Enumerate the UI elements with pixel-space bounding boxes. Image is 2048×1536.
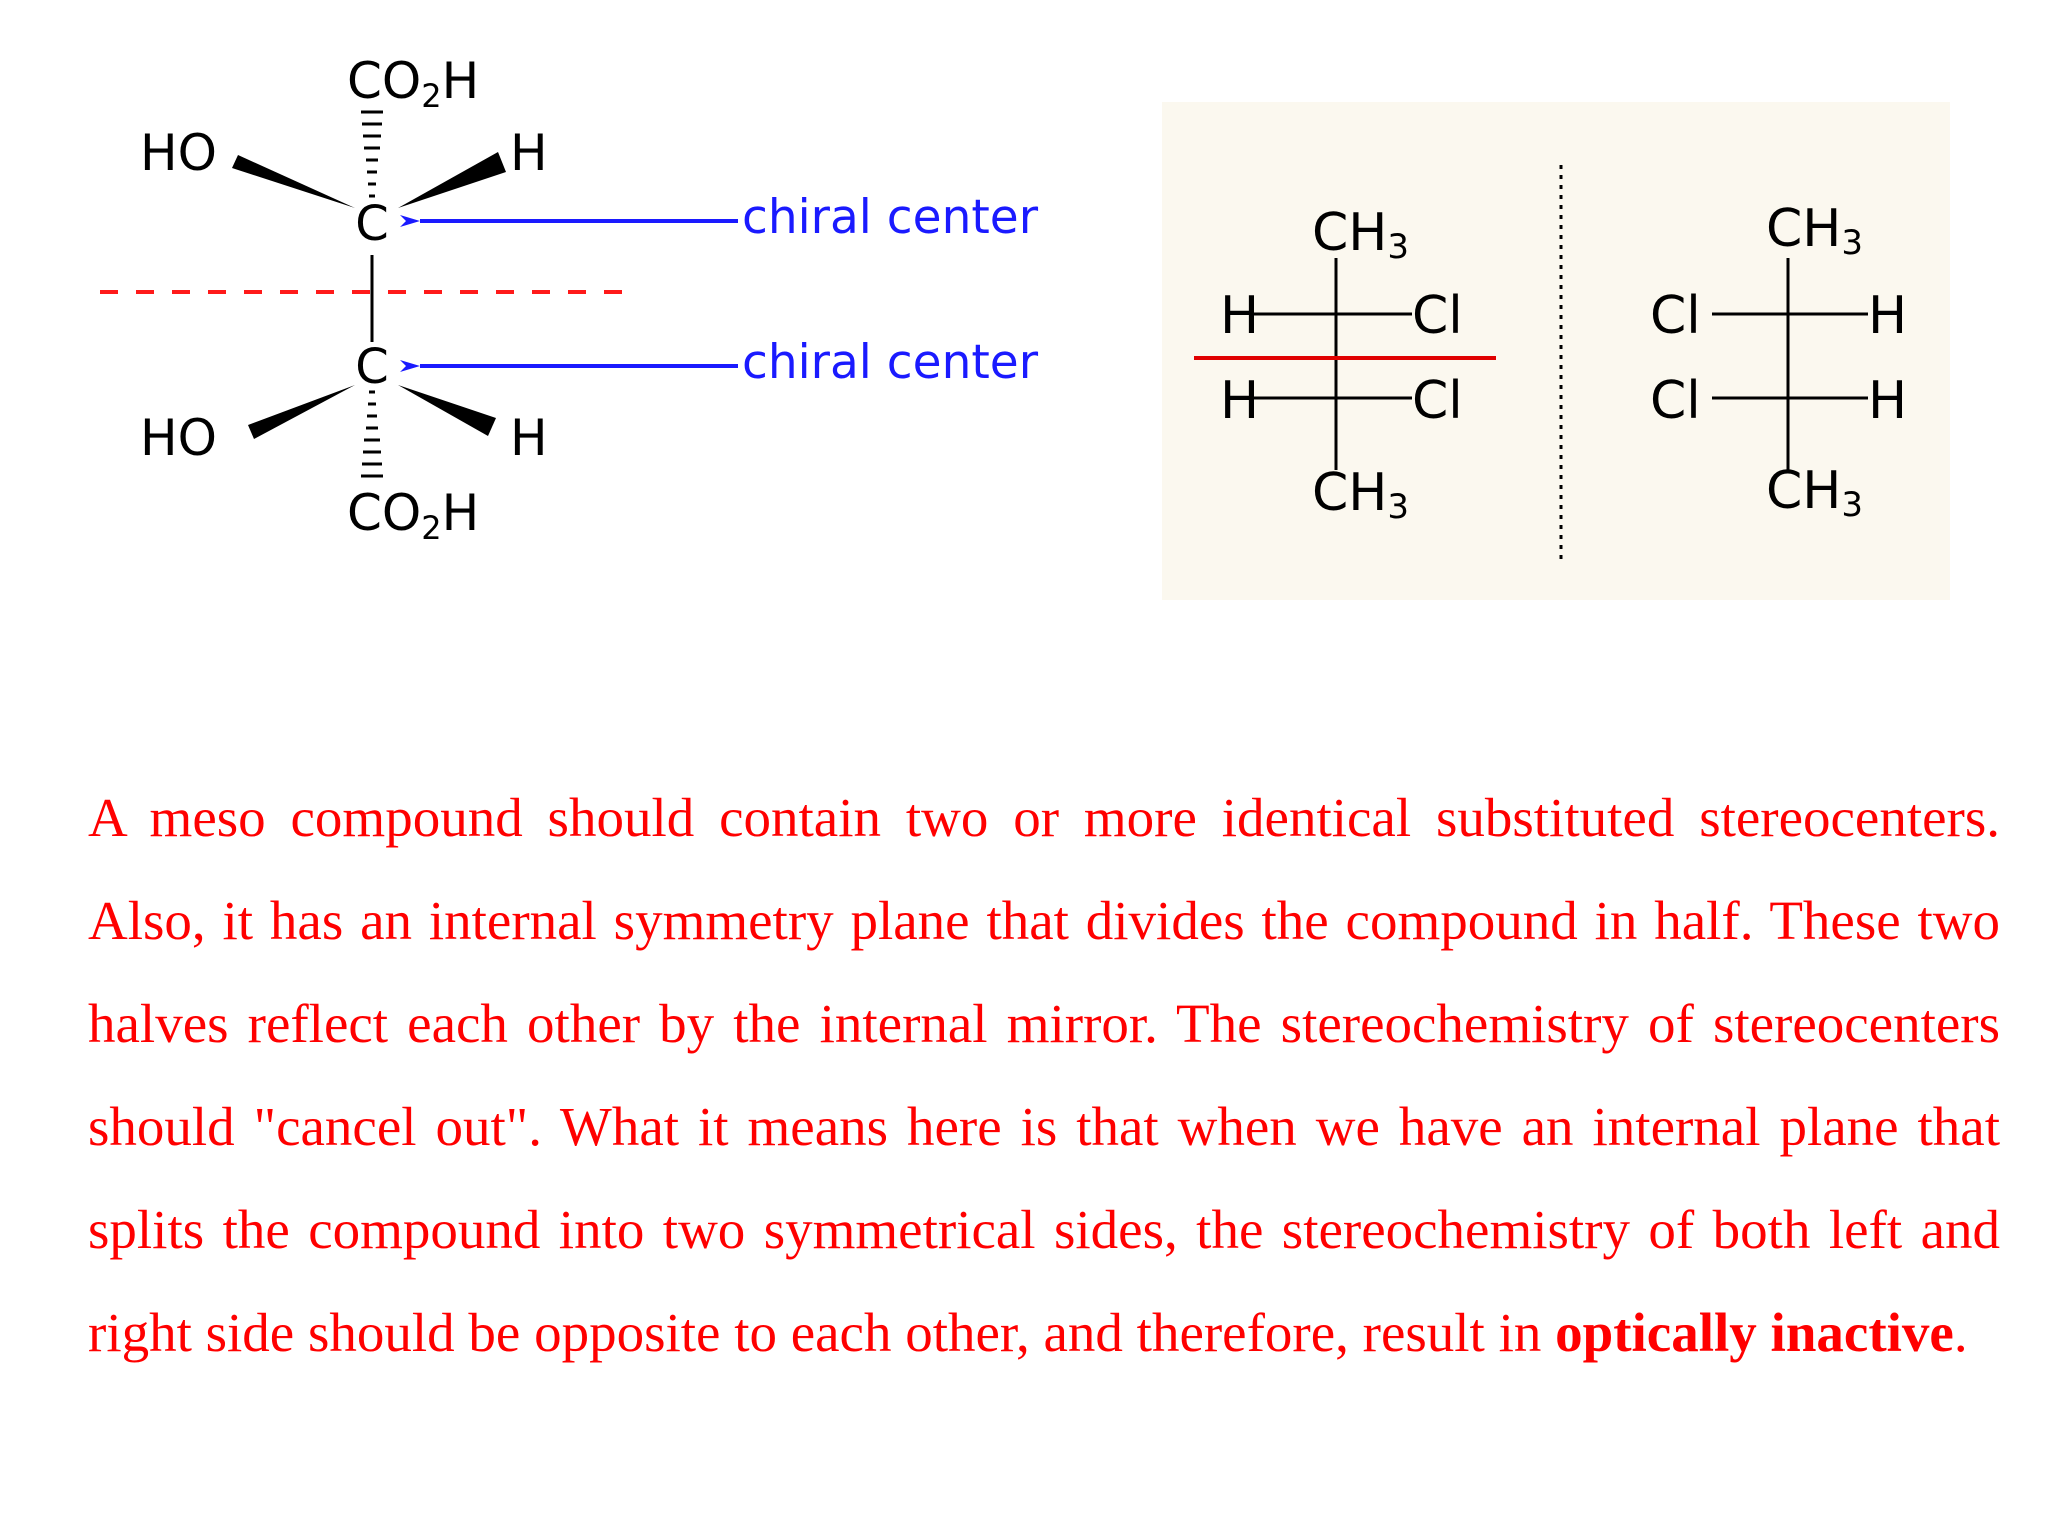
right-fischer-projection: CH3 CH3 Cl H Cl H <box>1650 199 1907 525</box>
right-fischer-row2-left-atom: Cl <box>1650 371 1701 431</box>
lower-right-hydrogen-label: H <box>510 409 548 467</box>
lower-right-wedge-bond <box>398 385 496 436</box>
lower-hashed-bond <box>361 390 383 478</box>
left-fischer-row1-right-atom: Cl <box>1412 286 1463 346</box>
left-fischer-row2-left-atom: H <box>1220 371 1259 431</box>
meso-compound-explanation: A meso compound should contain two or mo… <box>88 766 2000 1384</box>
right-fischer-row1-left-atom: Cl <box>1650 286 1701 346</box>
upper-right-hydrogen-label: H <box>510 124 548 182</box>
upper-left-hydroxyl-label: HO <box>140 124 217 182</box>
tartaric-acid-structure: CO2H CO2H C C HO H HO H chiral center ch… <box>100 52 1039 547</box>
explanation-text: A meso compound should contain two or mo… <box>88 787 2000 1363</box>
right-fischer-row2-right-atom: H <box>1868 371 1907 431</box>
lower-carbon-label: C <box>355 339 389 395</box>
left-fischer-row2-right-atom: Cl <box>1412 371 1463 431</box>
left-fischer-top-methyl: CH3 <box>1312 203 1409 267</box>
fischer-panel-background <box>1162 102 1950 600</box>
upper-carboxyl-label: CO2H <box>347 52 479 115</box>
lower-left-hydroxyl-label: HO <box>140 409 217 467</box>
left-fischer-row1-left-atom: H <box>1220 286 1259 346</box>
left-fischer-projection: CH3 CH3 H Cl H Cl <box>1194 203 1496 527</box>
right-fischer-bottom-methyl: CH3 <box>1766 461 1863 525</box>
upper-chiral-center-label: chiral center <box>742 190 1039 245</box>
lower-chiral-center-label: chiral center <box>742 335 1039 390</box>
upper-carbon-label: C <box>355 196 389 252</box>
right-fischer-row1-right-atom: H <box>1868 286 1907 346</box>
lower-carboxyl-label: CO2H <box>347 484 479 547</box>
lower-left-wedge-bond <box>248 385 355 439</box>
upper-right-wedge-bond <box>398 152 506 208</box>
upper-hashed-bond <box>361 110 383 198</box>
fischer-projections-panel: CH3 CH3 H Cl H Cl CH3 CH3 Cl H Cl H <box>1162 102 1950 600</box>
right-fischer-top-methyl: CH3 <box>1766 199 1863 263</box>
optically-inactive-emphasis: optically inactive <box>1555 1302 1954 1363</box>
left-fischer-bottom-methyl: CH3 <box>1312 463 1409 527</box>
upper-left-wedge-bond <box>232 155 355 208</box>
explanation-end: . <box>1953 1302 1968 1363</box>
